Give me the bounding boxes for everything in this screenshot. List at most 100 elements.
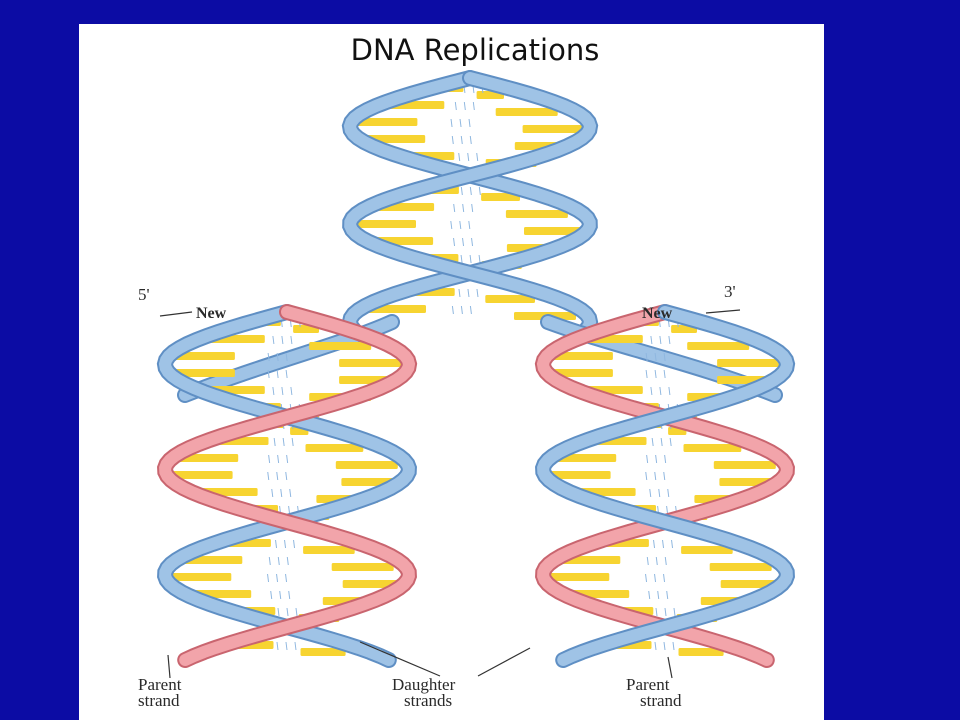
hydrogen-bond xyxy=(267,369,270,379)
hydrogen-bond xyxy=(654,471,657,481)
three-prime-label: 3' xyxy=(724,282,736,301)
daughter-leader-right xyxy=(477,647,531,677)
hydrogen-bond xyxy=(666,590,669,600)
daughter-helix-left xyxy=(156,304,418,668)
hydrogen-bond xyxy=(286,454,289,464)
hydrogen-bond xyxy=(267,352,270,362)
hydrogen-bond xyxy=(295,607,298,617)
hydrogen-bond xyxy=(276,369,279,379)
hydrogen-bond xyxy=(650,386,653,396)
hydrogen-bond xyxy=(472,101,475,111)
hydrogen-bond xyxy=(478,254,481,264)
parental-helix xyxy=(341,70,599,338)
strand xyxy=(158,306,415,666)
base-pair xyxy=(550,369,613,377)
strand xyxy=(159,306,416,666)
daughter-helix-right xyxy=(534,304,796,668)
base-pair xyxy=(303,546,355,554)
hydrogen-bond xyxy=(651,437,654,447)
base-pair xyxy=(678,648,724,656)
hydrogen-bond xyxy=(290,335,293,345)
hydrogen-bond xyxy=(277,454,280,464)
hydrogen-bond xyxy=(659,335,662,345)
hydrogen-bond xyxy=(270,590,273,600)
daughter-strands-label-1: Daughter xyxy=(392,675,456,694)
hydrogen-bond xyxy=(663,369,666,379)
hydrogen-bond xyxy=(668,335,671,345)
hydrogen-bond xyxy=(648,590,651,600)
new-left-leader xyxy=(159,311,193,317)
hydrogen-bond xyxy=(664,556,667,566)
hydrogen-bond xyxy=(284,539,287,549)
hydrogen-bond xyxy=(463,101,466,111)
hydrogen-bond xyxy=(285,641,288,651)
base-pair xyxy=(709,563,772,571)
hydrogen-bond xyxy=(294,641,297,651)
new-right-leader xyxy=(705,309,741,314)
base-pair xyxy=(554,454,617,462)
page-title: DNA Replications xyxy=(351,33,600,67)
hydrogen-bond xyxy=(460,186,463,196)
hydrogen-bond xyxy=(451,135,454,145)
base-pair xyxy=(547,573,610,581)
base-pair xyxy=(717,359,780,367)
base-pair xyxy=(172,369,235,377)
hydrogen-bond xyxy=(672,641,675,651)
base-pair xyxy=(683,444,742,452)
hydrogen-bond xyxy=(282,437,285,447)
hydrogen-bond xyxy=(468,220,471,230)
hydrogen-bond xyxy=(478,186,481,196)
hydrogen-bond xyxy=(285,352,288,362)
hydrogen-bond xyxy=(273,437,276,447)
hydrogen-bond xyxy=(458,288,461,298)
base-pair xyxy=(548,471,611,479)
hydrogen-bond xyxy=(469,305,472,315)
base-pair xyxy=(331,563,394,571)
hydrogen-bond xyxy=(469,186,472,196)
hydrogen-bond xyxy=(277,607,280,617)
hydrogen-bond xyxy=(467,152,470,162)
hydrogen-bond xyxy=(666,505,669,515)
hydrogen-bond xyxy=(460,305,463,315)
hydrogen-bond xyxy=(654,369,657,379)
hydrogen-bond xyxy=(663,352,666,362)
hydrogen-bond xyxy=(468,118,471,128)
hydrogen-bond xyxy=(654,352,657,362)
base-pair xyxy=(355,118,418,126)
hydrogen-bond xyxy=(462,203,465,213)
hydrogen-bond xyxy=(660,437,663,447)
hydrogen-bond xyxy=(663,573,666,583)
hydrogen-bond xyxy=(279,590,282,600)
base-pair xyxy=(354,220,416,228)
hydrogen-bond xyxy=(286,556,289,566)
hydrogen-bond xyxy=(471,237,474,247)
parent-strand-label-left-2: strand xyxy=(138,691,180,710)
hydrogen-bond xyxy=(271,488,274,498)
hydrogen-bond xyxy=(286,607,289,617)
base-pair xyxy=(300,648,346,656)
hydrogen-bond xyxy=(645,573,648,583)
hydrogen-bond xyxy=(469,254,472,264)
hydrogen-bond xyxy=(289,488,292,498)
hydrogen-bond xyxy=(469,135,472,145)
hydrogen-bond xyxy=(454,101,457,111)
hydrogen-bond xyxy=(280,488,283,498)
hydrogen-bond xyxy=(272,335,275,345)
hydrogen-bond xyxy=(646,454,649,464)
hydrogen-bond xyxy=(277,556,280,566)
strand xyxy=(344,72,597,336)
hydrogen-bond xyxy=(645,369,648,379)
hydrogen-bond xyxy=(453,237,456,247)
strand xyxy=(537,306,794,666)
base-pair xyxy=(481,193,520,201)
hydrogen-bond xyxy=(663,641,666,651)
hydrogen-bond xyxy=(451,305,454,315)
hydrogen-bond xyxy=(460,254,463,264)
hydrogen-bond xyxy=(655,556,658,566)
hydrogen-bond xyxy=(659,386,662,396)
hydrogen-bond xyxy=(471,203,474,213)
base-pair xyxy=(713,461,776,469)
hydrogen-bond xyxy=(290,386,293,396)
base-pair xyxy=(681,546,733,554)
